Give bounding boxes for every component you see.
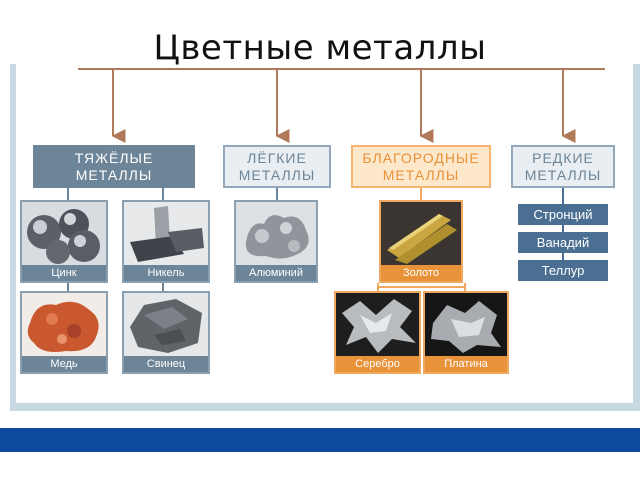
label-aluminium: Алюминий (236, 265, 316, 281)
card-lead: Свинец (122, 291, 210, 374)
category-heavy-line1: ТЯЖЁЛЫЕ (74, 149, 154, 166)
card-platinum: Платина (423, 291, 509, 374)
card-nickel: Никель (122, 200, 210, 283)
frame-bottom (10, 403, 640, 411)
card-gold: Золото (379, 200, 463, 283)
label-nickel: Никель (124, 265, 208, 281)
label-copper: Медь (22, 356, 106, 372)
category-light-line2: МЕТАЛЛЫ (238, 166, 316, 183)
category-light-line1: ЛЁГКИЕ (247, 149, 307, 166)
frame-right (633, 64, 640, 409)
copper-photo (22, 293, 106, 358)
label-lead: Свинец (124, 356, 208, 372)
category-rare-line1: РЕДКИЕ (532, 149, 594, 166)
platinum-photo (425, 293, 507, 358)
card-aluminium: Алюминий (234, 200, 318, 283)
card-copper: Медь (20, 291, 108, 374)
zinc-photo (22, 202, 106, 267)
rare-item-vanadium: Ванадий (518, 232, 608, 253)
rare-item-strontium: Стронций (518, 204, 608, 225)
category-heavy-line2: МЕТАЛЛЫ (75, 166, 153, 183)
card-zinc: Цинк (20, 200, 108, 283)
gold-photo (381, 202, 461, 267)
category-noble-line1: БЛАГОРОДНЫЕ (362, 149, 480, 166)
category-noble-line2: МЕТАЛЛЫ (382, 166, 460, 183)
card-silver: Серебро (334, 291, 421, 374)
bottom-band (0, 428, 640, 452)
nickel-photo (124, 202, 208, 267)
page-title: Цветные металлы (153, 28, 487, 68)
frame-left (10, 64, 16, 409)
category-rare-line2: МЕТАЛЛЫ (524, 166, 602, 183)
label-zinc: Цинк (22, 265, 106, 281)
label-silver: Серебро (336, 356, 419, 372)
label-gold: Золото (381, 265, 461, 281)
aluminium-photo (236, 202, 316, 267)
label-platinum: Платина (425, 356, 507, 372)
lead-photo (124, 293, 208, 358)
silver-photo (336, 293, 419, 358)
rare-item-tellurium: Теллур (518, 260, 608, 281)
